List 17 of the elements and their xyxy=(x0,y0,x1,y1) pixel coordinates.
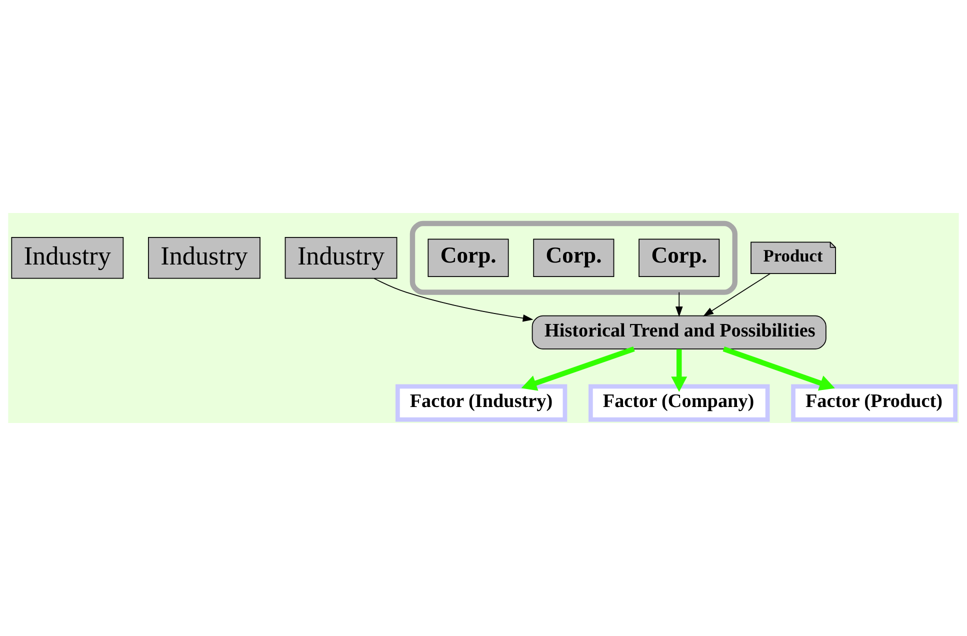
node-box: Corp. xyxy=(533,238,614,278)
arrow xyxy=(722,346,835,391)
node-box: Factor (Product) xyxy=(791,384,958,422)
node-box: Corp. xyxy=(638,238,720,278)
node-box: Factor (Industry) xyxy=(396,384,568,422)
node-box: Factor (Company) xyxy=(588,384,770,422)
node-box: Industry xyxy=(148,236,260,279)
cluster xyxy=(410,220,738,295)
node-box: Corp. xyxy=(428,238,509,278)
node-box: Industry xyxy=(284,236,398,279)
arrow xyxy=(703,273,771,316)
arrow xyxy=(521,346,635,391)
arrow xyxy=(671,349,688,392)
node-box: Historical Trend and Possibilities xyxy=(532,315,826,350)
arrow xyxy=(675,292,683,318)
node-box: Industry xyxy=(11,236,124,279)
arrow xyxy=(374,278,534,322)
